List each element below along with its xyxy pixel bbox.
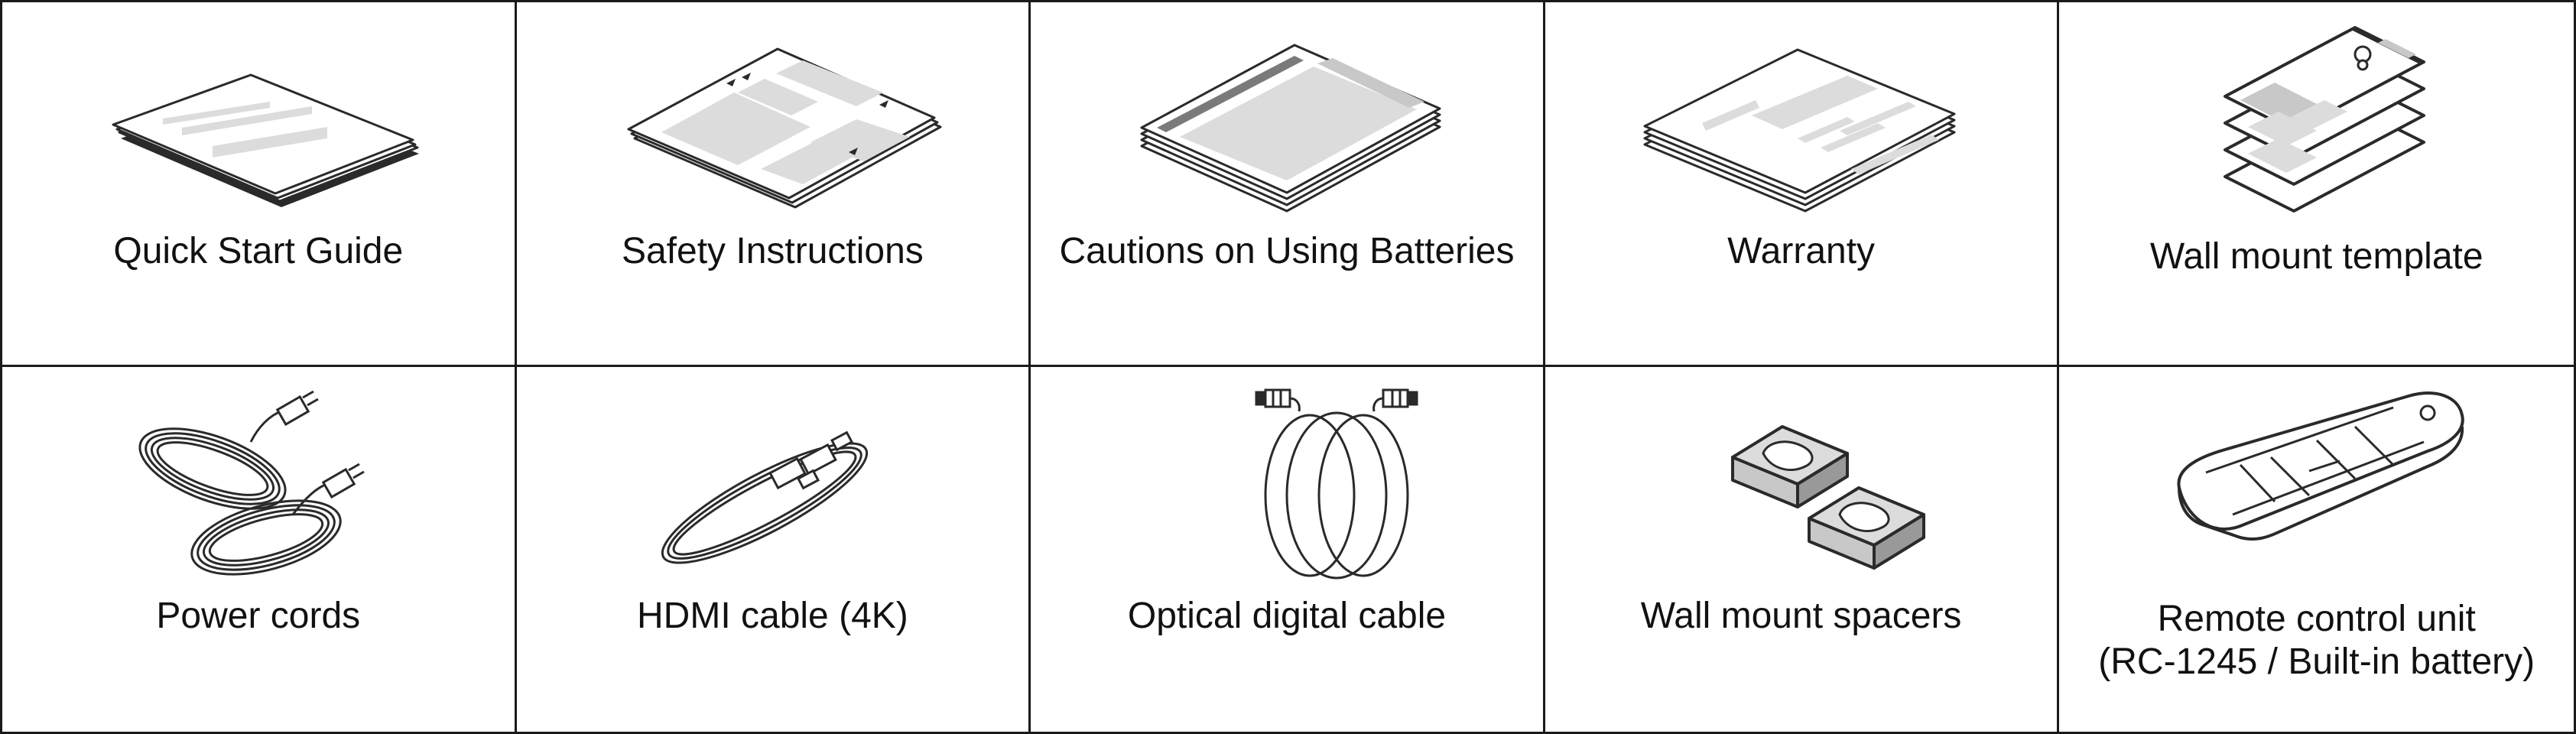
item-label: Warranty	[1727, 231, 1876, 271]
item-label-line2: (RC-1245 / Built-in battery)	[2098, 641, 2535, 682]
booklet-stack-icon	[1103, 16, 1470, 222]
item-label: Optical digital cable	[1127, 596, 1447, 636]
accessory-optical-cable: Optical digital cable	[1031, 367, 1545, 732]
accessory-cautions-batteries: Cautions on Using Batteries	[1031, 2, 1545, 367]
item-label: Quick Start Guide	[113, 231, 404, 271]
leaflet-icon	[589, 16, 956, 222]
item-label: Wall mount spacers	[1640, 596, 1962, 636]
item-label: Cautions on Using Batteries	[1059, 231, 1515, 271]
item-label-line1: Remote control unit	[2157, 599, 2476, 639]
spacer-icon	[1618, 381, 1985, 587]
item-label: HDMI cable (4K)	[637, 596, 908, 636]
warranty-booklet-icon	[1618, 16, 1985, 222]
remote-control-icon	[2133, 381, 2500, 587]
accessory-safety-instructions: Safety Instructions	[516, 2, 1031, 367]
item-label: Power cords	[156, 596, 361, 636]
accessory-wall-mount-spacers: Wall mount spacers	[1545, 367, 2060, 732]
accessory-wall-mount-template: Wall mount template	[2059, 2, 2574, 367]
accessory-quick-start-guide: Quick Start Guide	[2, 2, 517, 367]
accessory-power-cords: Power cords	[2, 367, 517, 732]
accessory-remote-control: Remote control unit (RC-1245 / Built-in …	[2059, 367, 2574, 732]
folded-template-icon	[2133, 16, 2500, 222]
item-label: Remote control unit (RC-1245 / Built-in …	[2059, 598, 2574, 684]
optical-cable-icon	[1103, 381, 1470, 587]
booklet-icon	[75, 16, 442, 222]
item-label: Safety Instructions	[621, 231, 924, 271]
accessory-hdmi-cable: HDMI cable (4K)	[517, 367, 1031, 732]
item-label: Wall mount template	[2149, 236, 2483, 277]
hdmi-cable-icon	[589, 381, 956, 587]
accessory-warranty: Warranty	[1545, 2, 2060, 367]
power-cord-icon	[75, 381, 442, 587]
